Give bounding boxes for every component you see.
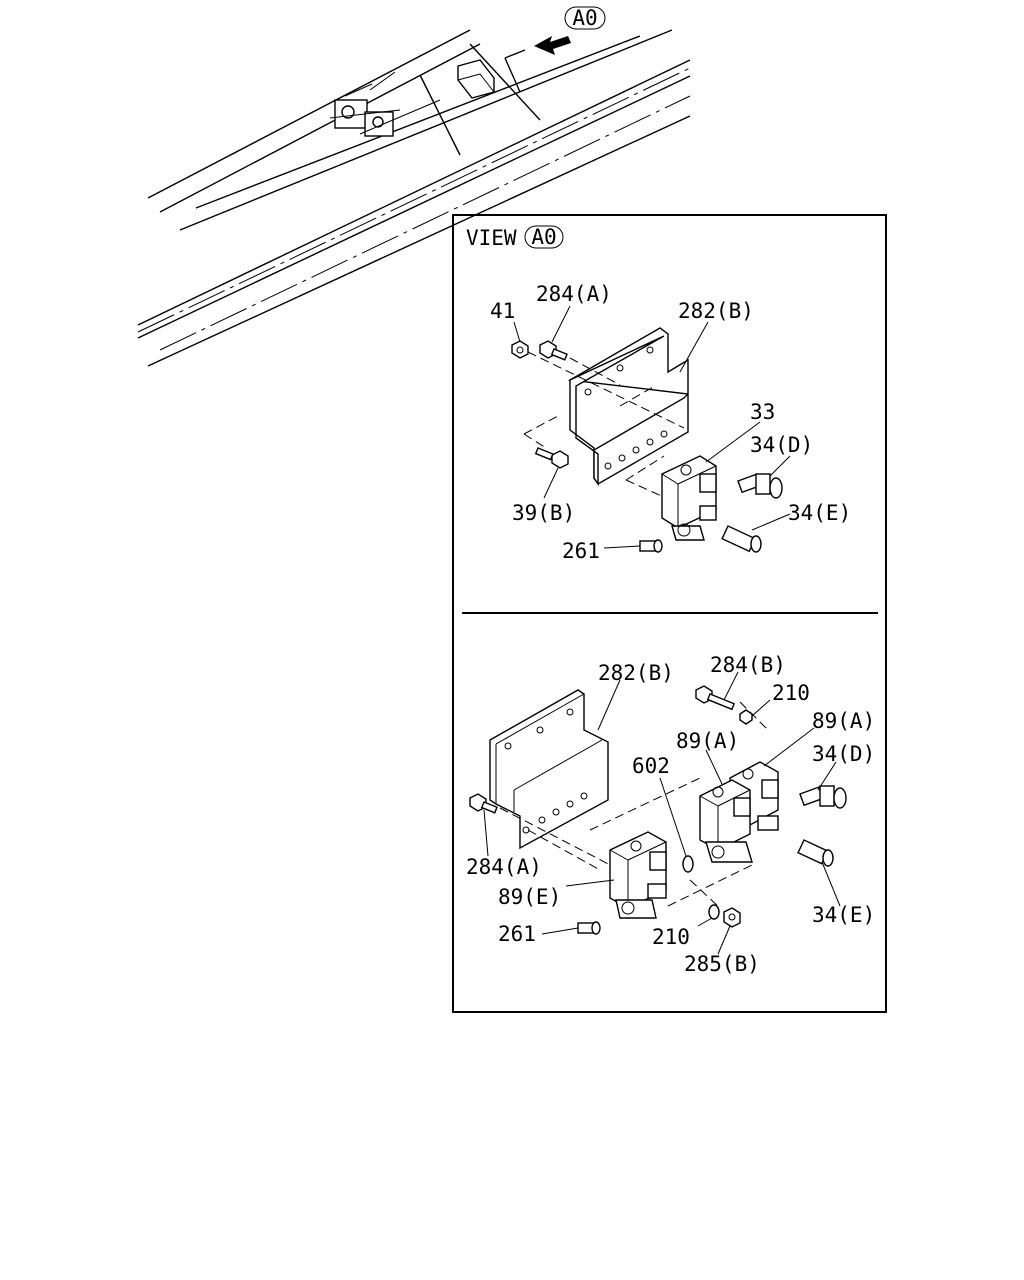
label-89a-left: 89(A): [676, 729, 739, 753]
label-34e: 34(E): [788, 501, 851, 525]
bolt-284a-lower: [469, 793, 498, 814]
fitting-34e: [721, 525, 762, 553]
bolt-284b: [695, 685, 736, 711]
label-34d-lower: 34(D): [812, 742, 875, 766]
oring-602: [682, 855, 694, 873]
label-210-lower: 210: [652, 925, 690, 949]
label-602: 602: [632, 754, 670, 778]
valve-33: [661, 455, 717, 541]
label-284a-lower: 284(A): [466, 855, 542, 879]
fitting-34d-lower: [799, 785, 847, 809]
label-33: 33: [750, 400, 775, 424]
bracket-282b: [567, 327, 689, 487]
label-284a: 284(A): [536, 282, 612, 306]
view-marker-a0: A0: [564, 6, 606, 30]
valve-89a-pair: [699, 761, 779, 863]
washer-210-upper: [739, 709, 753, 725]
view-marker-text: A0: [572, 6, 597, 30]
fitting-34e-lower: [797, 839, 834, 867]
label-261: 261: [562, 539, 600, 563]
valve-89e: [609, 831, 667, 919]
label-282b: 282(B): [678, 299, 754, 323]
lower-panel: 282(B) 284(B) 210 89(A) 89(A) 34(D) 602 …: [466, 653, 875, 976]
view-arrow: [534, 36, 571, 55]
label-89e: 89(E): [498, 885, 561, 909]
washer-210-lower: [708, 904, 720, 920]
bolt-39b: [534, 447, 569, 469]
valve-assembly-location: [329, 71, 441, 137]
label-285b: 285(B): [684, 952, 760, 976]
view-detail-box: VIEW A0: [452, 214, 887, 1013]
label-261-lower: 261: [498, 922, 536, 946]
label-89a-right: 89(A): [812, 709, 875, 733]
label-210-upper: 210: [772, 681, 810, 705]
crossmember-bracket: [457, 59, 495, 99]
label-284b: 284(B): [710, 653, 786, 677]
fitting-34d: [737, 473, 783, 499]
label-34e-lower: 34(E): [812, 903, 875, 927]
bolt-284a: [539, 340, 568, 361]
label-282b-lower: 282(B): [598, 661, 674, 685]
upper-panel: 41 284(A) 282(B) 33 34(D) 39(B) 34(E) 26…: [490, 282, 851, 563]
label-41: 41: [490, 299, 515, 323]
label-34d: 34(D): [750, 433, 813, 457]
view-title-marker: A0: [531, 225, 556, 249]
nut-285b: [723, 907, 741, 928]
chassis-overview: A0: [137, 6, 691, 367]
plug-261-lower: [577, 921, 601, 935]
bracket-282b-lower: [489, 689, 609, 850]
view-title-marker-oval: [524, 225, 564, 249]
label-39b: 39(B): [512, 501, 575, 525]
nut-41: [511, 340, 529, 359]
plug-261: [639, 539, 663, 553]
view-title: VIEW: [466, 226, 517, 250]
